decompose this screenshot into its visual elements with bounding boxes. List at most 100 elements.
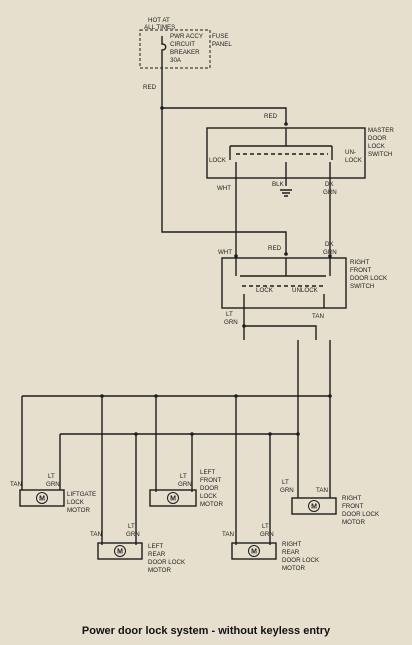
left-rear-name-2: REAR: [148, 551, 166, 558]
left-rear-name-4: MOTOR: [148, 567, 171, 574]
right-rear-motor-icon: [248, 545, 260, 557]
left-front-name-1: LEFT: [200, 469, 215, 476]
wire-label-dk-master: DK: [325, 181, 334, 188]
wire-label-wht-rf: WHT: [218, 249, 232, 256]
wire-label-lt-liftgate: LT: [48, 473, 55, 480]
wire-label-wht-master: WHT: [217, 185, 231, 192]
wire-label-blk: BLK: [272, 181, 285, 188]
master-lock-label: LOCK: [209, 157, 227, 164]
left-front-name-4: LOCK: [200, 493, 218, 500]
liftgate-motor-icon: [36, 492, 48, 504]
left-rear-motor-box: [97, 542, 143, 560]
ground-symbol: [280, 189, 292, 197]
hot-at-label: HOT AT: [148, 17, 170, 24]
liftgate-name-2: LOCK: [67, 499, 85, 506]
circuit-breaker-symbol: [161, 36, 167, 92]
wire-label-tan-right-rear: TAN: [222, 531, 234, 538]
master-switch-legs: [235, 162, 331, 186]
all-times-label: ALL TIMES: [144, 24, 175, 31]
right-front-wires: [297, 396, 331, 498]
breaker-label-2: CIRCUIT: [170, 41, 195, 48]
left-rear-wires: [101, 396, 137, 545]
motor-symbols: [36, 492, 320, 557]
wire-label-tan-left-rear: TAN: [90, 531, 102, 538]
left-front-motor-icon: [167, 492, 179, 504]
motor-symbol-left-rear: M: [117, 549, 123, 556]
wire-label-lt-left-rear: LT: [128, 523, 135, 530]
wire-label-tan-right-front: TAN: [316, 487, 328, 494]
wire-label-tan-rf-out: TAN: [312, 313, 324, 320]
right-front-name-4: MOTOR: [342, 519, 365, 526]
left-rear-name-3: DOOR LOCK: [148, 559, 186, 566]
wire-label-red-master: RED: [264, 113, 278, 120]
wire-label-grn-master: GRN: [323, 189, 337, 196]
right-front-name-3: DOOR LOCK: [342, 511, 380, 518]
breaker-label-4: 30A: [170, 57, 182, 64]
master-switch-name-4: SWITCH: [368, 151, 392, 158]
wire-label-lt-right-rear: LT: [262, 523, 269, 530]
left-rear-motor-icon: [114, 545, 126, 557]
wire-label-lt-rf: LT: [226, 311, 233, 318]
wire-label-red-rf: RED: [268, 245, 282, 252]
left-front-name-2: FRONT: [200, 477, 222, 484]
liftgate-wires: [21, 396, 61, 490]
rf-switch-name-1: RIGHT: [350, 259, 369, 266]
wire-label-grn-rf: GRN: [323, 249, 337, 256]
fuse-panel-box: [139, 29, 211, 69]
left-front-name-5: MOTOR: [200, 501, 223, 508]
master-switch-contacts: [229, 128, 333, 160]
right-front-motor-icon: [308, 500, 320, 512]
fuse-panel-label-1: FUSE: [212, 33, 229, 40]
right-rear-name-3: DOOR LOCK: [282, 557, 320, 564]
wire-label-grn-right-front: GRN: [280, 487, 294, 494]
master-switch-name-3: LOCK: [368, 143, 386, 150]
motor-symbol-right-rear: M: [251, 549, 257, 556]
wire-label-red-fuse: RED: [143, 84, 157, 91]
right-front-name-2: FRONT: [342, 503, 364, 510]
wire-label-grn-rf-out: GRN: [224, 319, 238, 326]
wire-label-dk-rf: DK: [325, 241, 334, 248]
wire-label-grn-left-front: GRN: [178, 481, 192, 488]
master-unlock-label-1: UN-: [345, 149, 356, 156]
liftgate-motor-box: [19, 489, 65, 507]
left-front-wires: [155, 396, 193, 492]
figure-caption: Power door lock system - without keyless…: [81, 625, 331, 637]
rf-lock-label: LOCK: [256, 287, 274, 294]
red-branch-wire: [161, 108, 287, 254]
right-rear-motor-box: [231, 542, 277, 560]
left-front-motor-box: [149, 489, 197, 507]
right-front-switch-legs: [243, 294, 325, 308]
liftgate-name-1: LIFTGATE: [67, 491, 96, 498]
motor-symbol-right-front: M: [311, 504, 317, 511]
right-front-name-1: RIGHT: [342, 495, 361, 502]
right-front-motor-box: [291, 497, 337, 515]
right-front-switch-box: [221, 257, 347, 309]
rf-switch-name-2: FRONT: [350, 267, 372, 274]
wire-label-grn-liftgate: GRN: [46, 481, 60, 488]
wire-label-tan-liftgate: TAN: [10, 481, 22, 488]
master-switch-name-2: DOOR: [368, 135, 387, 142]
wire-label-grn-right-rear: GRN: [260, 531, 274, 538]
right-front-switch-contacts: [235, 258, 331, 277]
rf-unlock-label: UNLOCK: [292, 287, 319, 294]
red-feed-wire: [161, 92, 287, 124]
right-rear-name-1: RIGHT: [282, 541, 301, 548]
rf-switch-name-3: DOOR LOCK: [350, 275, 388, 282]
breaker-label-3: BREAKER: [170, 49, 200, 56]
master-switch-name-1: MASTER: [368, 127, 394, 134]
liftgate-name-3: MOTOR: [67, 507, 90, 514]
motor-symbol-liftgate: M: [39, 496, 45, 503]
fuse-panel-label-2: PANEL: [212, 41, 232, 48]
junction-dots: [100, 106, 332, 436]
wire-label-grn-left-rear: GRN: [126, 531, 140, 538]
right-rear-wires: [235, 396, 271, 545]
left-rear-name-1: LEFT: [148, 543, 163, 550]
right-rear-name-4: MOTOR: [282, 565, 305, 572]
bus-feeds: [297, 340, 331, 434]
switch-output-wires: [243, 308, 317, 340]
right-rear-name-2: REAR: [282, 549, 300, 556]
left-front-name-3: DOOR: [200, 485, 219, 492]
motor-symbol-left-front: M: [170, 496, 176, 503]
master-unlock-label-2: LOCK: [345, 157, 363, 164]
